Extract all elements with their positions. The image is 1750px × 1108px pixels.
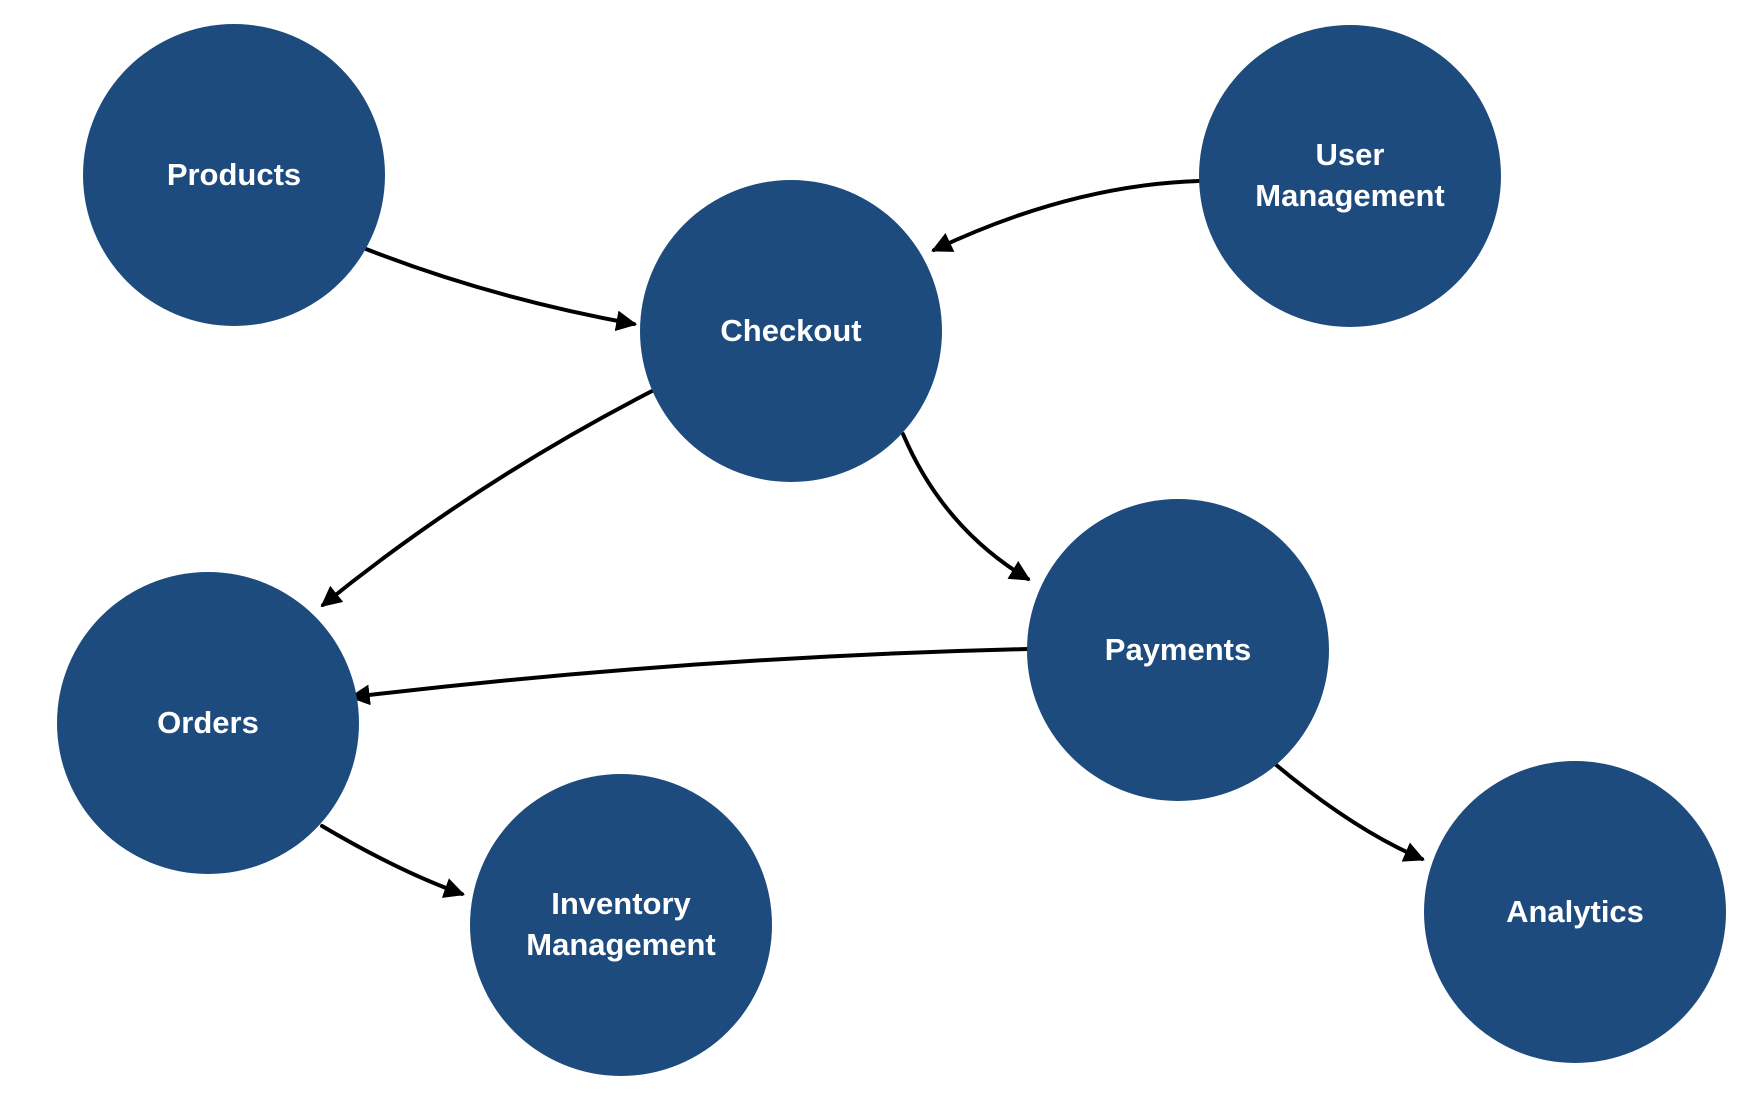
edge-checkout-to-payments[interactable] (901, 432, 1031, 581)
edge-user-management-to-checkout[interactable] (931, 179, 1201, 252)
edge-products-to-checkout[interactable] (364, 247, 638, 332)
edge-payments-to-analytics[interactable] (1273, 762, 1425, 862)
node-products-label: Products (166, 156, 302, 192)
node-checkout[interactable]: Checkout (640, 180, 942, 482)
node-inventory-management-label: Inventory Management (526, 886, 716, 962)
edge-orders-to-inventory-management[interactable] (320, 824, 465, 898)
edge-checkout-to-orders[interactable] (320, 388, 656, 607)
node-orders[interactable]: Orders (57, 572, 359, 874)
node-analytics-label: Analytics (1506, 893, 1644, 929)
node-checkout-label: Checkout (720, 312, 862, 348)
edge-payments-to-orders[interactable] (348, 647, 1031, 706)
node-orders-label: Orders (157, 704, 259, 740)
node-user-management[interactable]: User Management (1199, 25, 1501, 327)
node-analytics[interactable]: Analytics (1424, 761, 1726, 1063)
node-user-management-label: User Management (1255, 137, 1445, 213)
node-payments[interactable]: Payments (1027, 499, 1329, 801)
node-inventory-management[interactable]: Inventory Management (470, 774, 772, 1076)
node-payments-label: Payments (1104, 631, 1252, 667)
node-products[interactable]: Products (83, 24, 385, 326)
